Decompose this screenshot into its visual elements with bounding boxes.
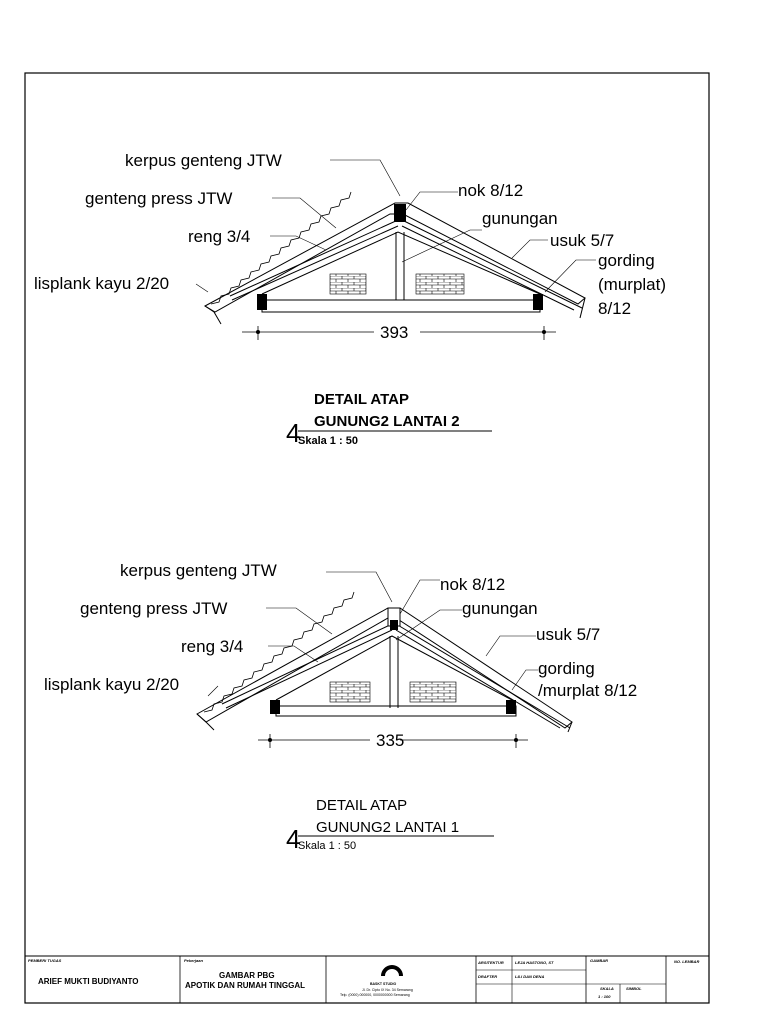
detail-scale: Skala 1 : 50 (298, 435, 358, 447)
label-gunungan: gunungan (482, 209, 558, 228)
skala-value: 1 : 100 (598, 994, 611, 999)
drafter: LILI DAN DENA (515, 974, 544, 979)
label-usuk: usuk 5/7 (536, 625, 600, 644)
pemberi-tugas: ARIEF MUKTI BUDIYANTO (38, 977, 138, 986)
title-block: PEMBERI TUGAS ARIEF MUKTI BUDIYANTO Peke… (24, 955, 710, 1004)
pekerjaan-line1: GAMBAR PBG (219, 971, 275, 980)
studio-address-1: Jl. Dr. Cipto IX No. 34 Semarang (362, 988, 413, 992)
pemberi-tugas-label: PEMBERI TUGAS (28, 958, 62, 963)
label-lisplank: lisplank kayu 2/20 (34, 274, 169, 293)
arsitektur-label: ARSITEKTUR (477, 960, 504, 965)
roof-detail-lower: 335 kerpus genteng JTW genteng press JTW… (44, 561, 637, 854)
detail-scale: Skala 1 : 50 (298, 840, 356, 852)
skala-label: SKALA (600, 986, 614, 991)
label-reng: reng 3/4 (188, 227, 250, 246)
label-gording-murplat: /murplat 8/12 (538, 681, 637, 700)
label-nok: nok 8/12 (440, 575, 505, 594)
no-lembar-label: NO. LEMBAR (674, 959, 699, 964)
label-lisplank: lisplank kayu 2/20 (44, 675, 179, 694)
roof-detail-upper: 393 kerpus genteng JTW genteng press JTW… (34, 151, 666, 448)
studio-logo (381, 965, 403, 976)
detail-title-line1: DETAIL ATAP (314, 391, 409, 408)
label-kerpus: kerpus genteng JTW (120, 561, 277, 580)
gambar-label: GAMBAR (590, 958, 608, 963)
label-kerpus: kerpus genteng JTW (125, 151, 282, 170)
dimension-text: 335 (376, 731, 404, 750)
detail-number: 4 (286, 418, 300, 448)
label-genteng: genteng press JTW (80, 599, 227, 618)
label-nok: nok 8/12 (458, 181, 523, 200)
studio-name: BASKT STUDIO (370, 982, 397, 986)
detail-number: 4 (286, 824, 300, 854)
detail-title-line2: GUNUNG2 LANTAI 2 (314, 413, 460, 430)
detail-title-line2: GUNUNG2 LANTAI 1 (316, 819, 459, 836)
label-genteng: genteng press JTW (85, 189, 232, 208)
label-gunungan: gunungan (462, 599, 538, 618)
simbol-label: SIMBOL (626, 986, 642, 991)
sheet-border (24, 72, 710, 1004)
studio-address-2: Telp. (0000) 000000, 0000000000 Semarang (340, 993, 410, 997)
drafter-label: DRAFTER (478, 974, 497, 979)
detail-title-line1: DETAIL ATAP (316, 797, 407, 814)
dimension-text: 393 (380, 323, 408, 342)
label-gording-size: 8/12 (598, 299, 631, 318)
arsitektur: LEJA HASTONO, ST (515, 960, 554, 965)
pekerjaan-label: Pekerjaan (184, 958, 203, 963)
label-gording: gording (598, 251, 655, 270)
label-gording-murplat: (murplat) (598, 275, 666, 294)
label-gording: gording (538, 659, 595, 678)
label-reng: reng 3/4 (181, 637, 243, 656)
label-usuk: usuk 5/7 (550, 231, 614, 250)
pekerjaan-line2: APOTIK DAN RUMAH TINGGAL (185, 981, 305, 990)
